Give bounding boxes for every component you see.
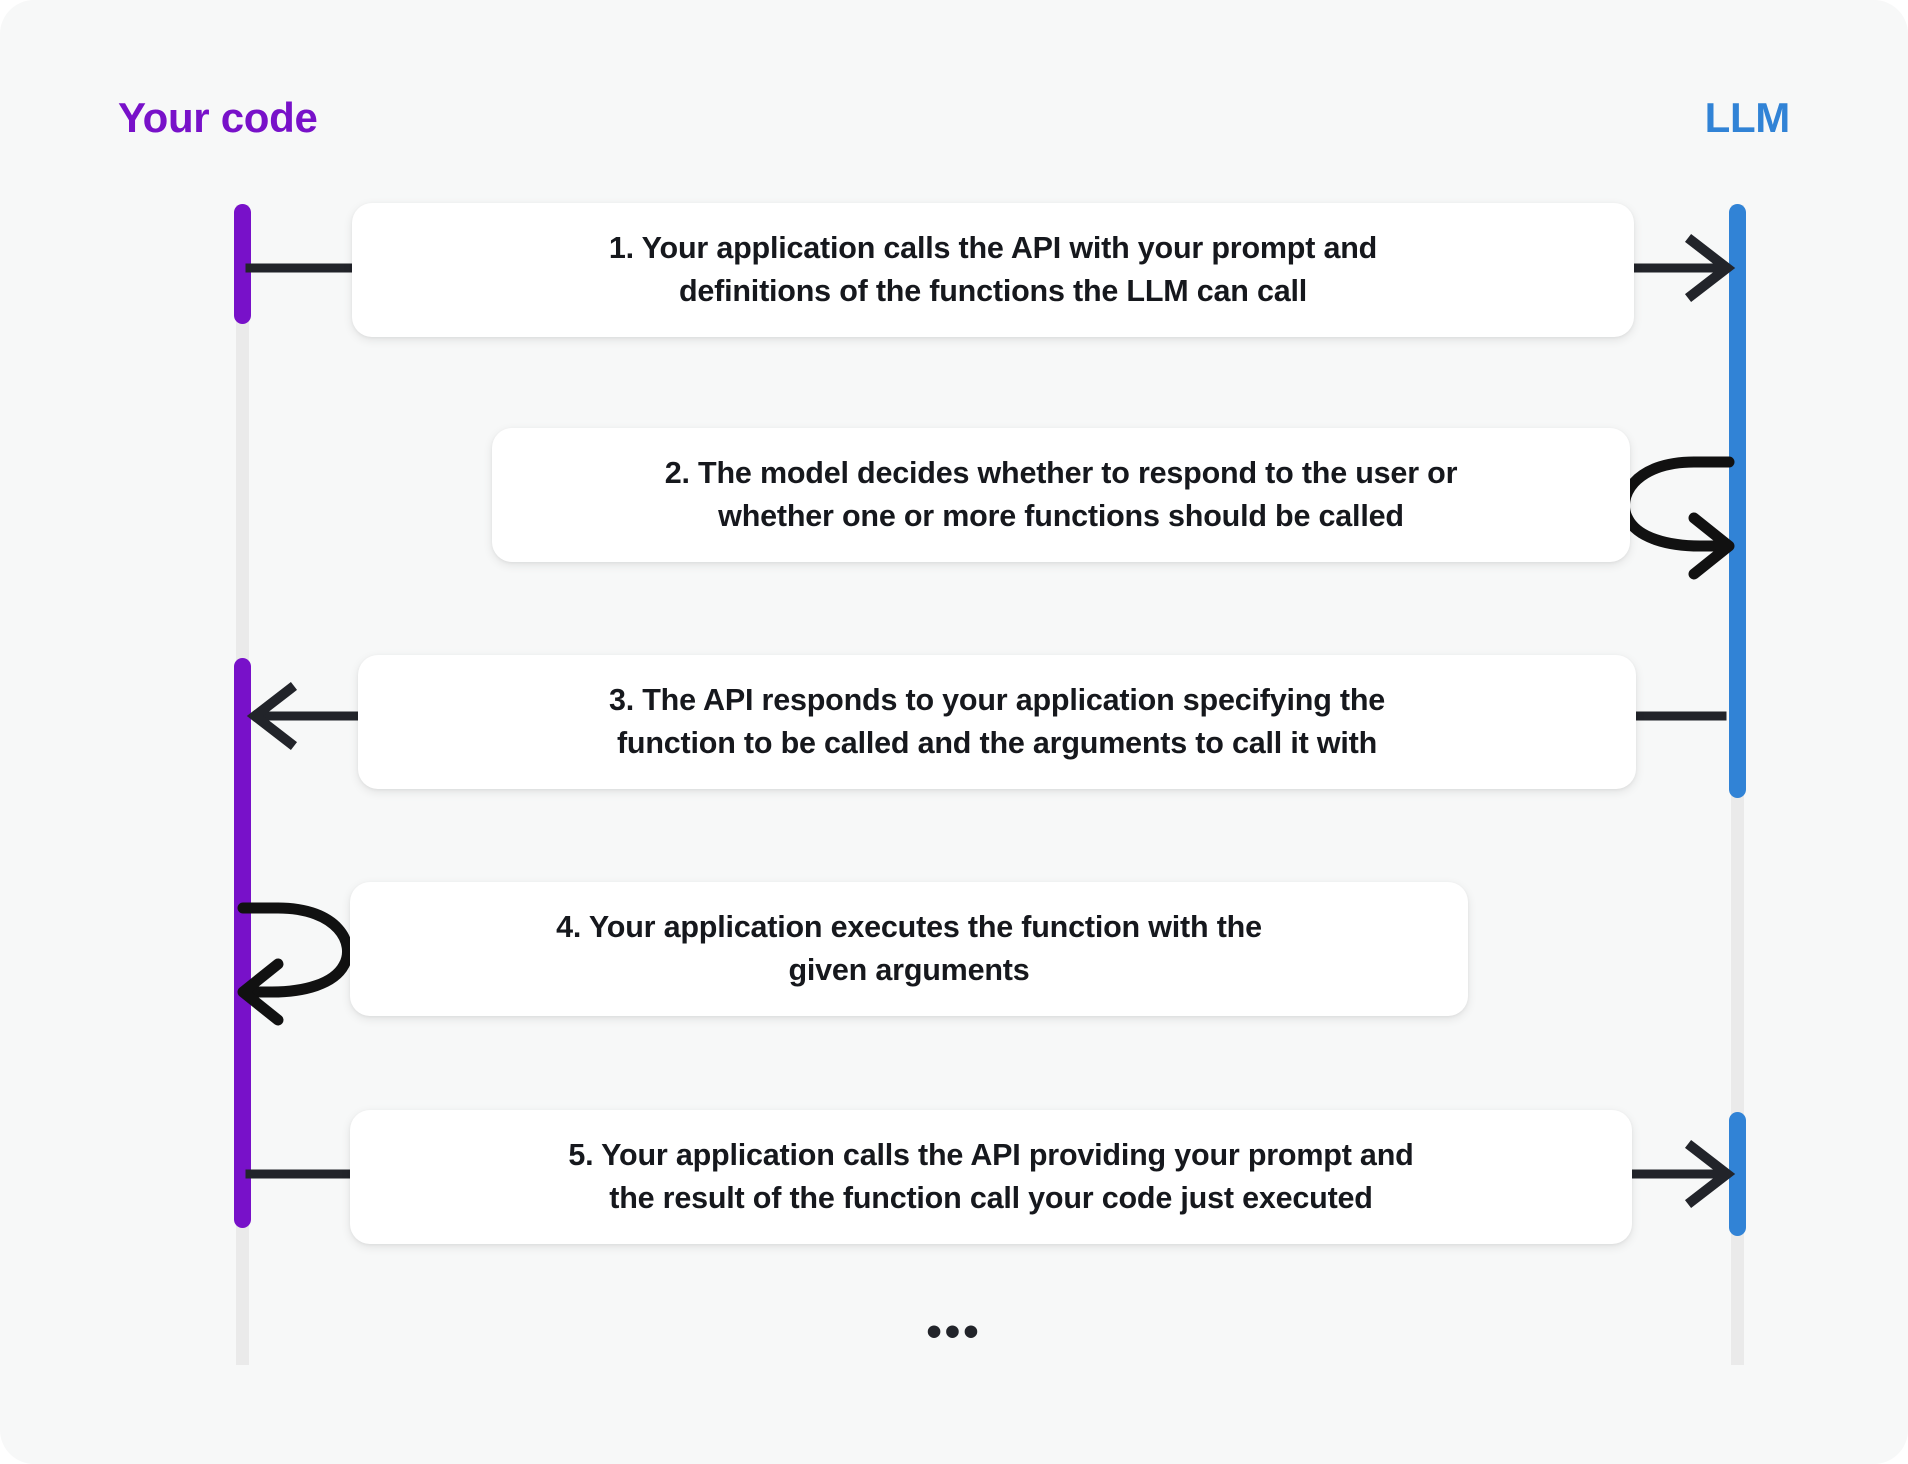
self-loop-step-2 bbox=[1619, 456, 1735, 580]
message-text-step-2: 2. The model decides whether to respond … bbox=[664, 455, 1458, 533]
message-box-step-3: 3. The API responds to your application … bbox=[358, 655, 1636, 789]
activation-bar-your-code-2 bbox=[234, 658, 251, 1228]
continuation-ellipsis: ••• bbox=[926, 1307, 982, 1356]
message-text-step-3: 3. The API responds to your application … bbox=[608, 682, 1386, 760]
message-box-step-4: 4. Your application executes the functio… bbox=[350, 882, 1468, 1016]
message-text-step-5: 5. Your application calls the API provid… bbox=[568, 1137, 1414, 1215]
message-text-step-1: 1. Your application calls the API with y… bbox=[608, 230, 1378, 308]
activation-bar-llm-2 bbox=[1729, 1112, 1746, 1236]
message-box-step-1: 1. Your application calls the API with y… bbox=[352, 203, 1634, 337]
participant-label-llm: LLM bbox=[1704, 94, 1791, 141]
message-text-step-4: 4. Your application executes the functio… bbox=[556, 909, 1262, 987]
activation-bar-llm-1 bbox=[1729, 204, 1746, 798]
activation-bar-your-code-1 bbox=[234, 204, 251, 324]
self-loop-step-4 bbox=[237, 902, 353, 1026]
message-box-step-2: 2. The model decides whether to respond … bbox=[492, 428, 1630, 562]
message-box-step-5: 5. Your application calls the API provid… bbox=[350, 1110, 1632, 1244]
participant-label-your-code: Your code bbox=[118, 94, 318, 141]
